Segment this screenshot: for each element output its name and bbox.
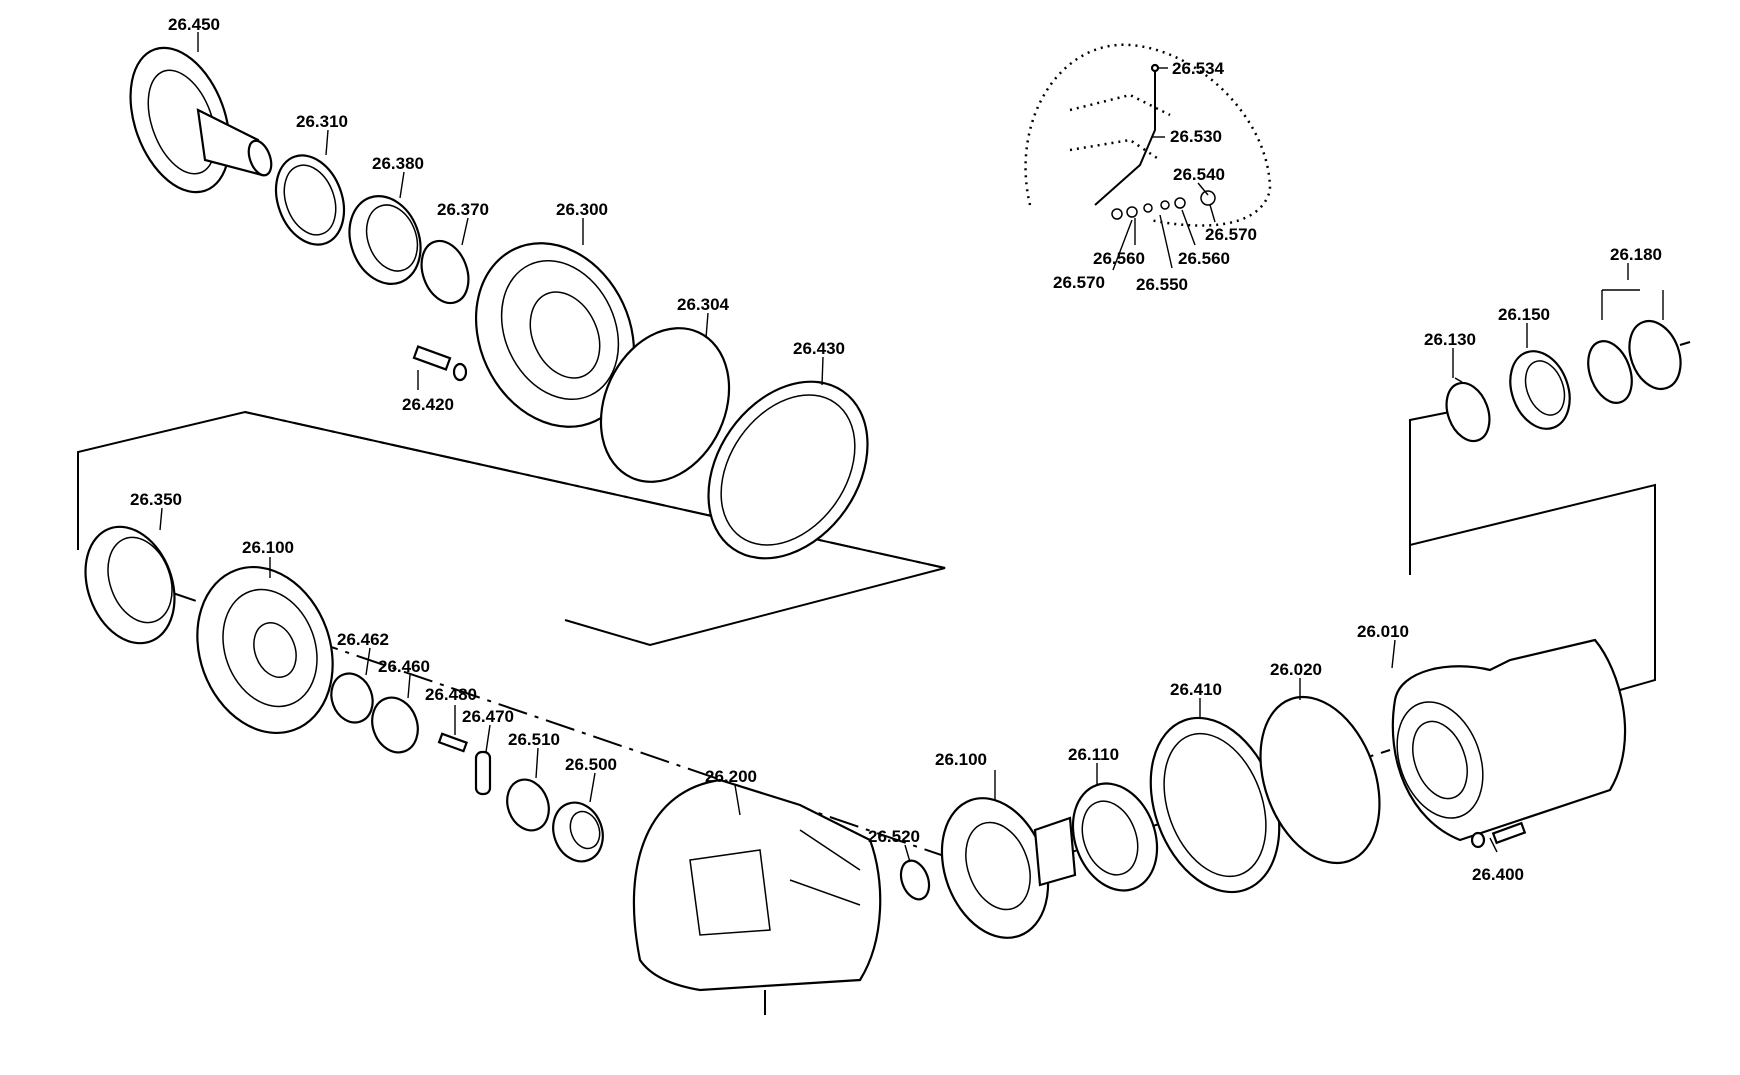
label-26430: 26.430: [793, 339, 845, 358]
part-26200-housing: [632, 778, 882, 992]
part-labels: 26.450 26.310 26.380 26.370 26.300 26.30…: [130, 15, 1662, 884]
centerline-upper: [244, 411, 946, 569]
part-26420-bolt: [412, 345, 468, 382]
label-26560-left: 26.560: [1093, 249, 1145, 268]
part-26480-screw: [437, 732, 468, 753]
label-26470: 26.470: [462, 707, 514, 726]
part-26150-bearing: [1509, 350, 1571, 430]
label-26130: 26.130: [1424, 330, 1476, 349]
label-26480: 26.480: [425, 685, 477, 704]
part-26370-ring: [420, 239, 470, 305]
part-26350-bearing: [84, 525, 176, 645]
part-26110-bearing: [1071, 782, 1159, 892]
label-26300: 26.300: [556, 200, 608, 219]
part-26450-flange: [129, 46, 273, 194]
part-26100-gear-right: [940, 797, 1077, 939]
part-26130-ring: [1445, 381, 1491, 443]
label-26010: 26.010: [1357, 622, 1409, 641]
label-26110: 26.110: [1068, 745, 1119, 764]
label-26540: 26.540: [1173, 165, 1225, 184]
part-26460-disc: [371, 696, 419, 754]
label-26304: 26.304: [677, 295, 730, 314]
label-26420: 26.420: [402, 395, 454, 414]
label-26530: 26.530: [1170, 127, 1222, 146]
label-26380: 26.380: [372, 154, 424, 173]
part-26462-ring: [330, 672, 374, 724]
part-26180-nut: [1587, 320, 1691, 404]
label-26410: 26.410: [1170, 680, 1222, 699]
label-26560-right: 26.560: [1178, 249, 1230, 268]
label-26310: 26.310: [296, 112, 348, 131]
label-26180: 26.180: [1610, 245, 1662, 264]
label-26570-left: 26.570: [1053, 273, 1105, 292]
label-26200: 26.200: [705, 767, 757, 786]
label-26550: 26.550: [1136, 275, 1188, 294]
part-26520-washer: [899, 859, 931, 901]
label-26450: 26.450: [168, 15, 220, 34]
label-26460: 26.460: [378, 657, 430, 676]
part-26500-nut: [552, 801, 604, 863]
part-26300-housing: [474, 242, 636, 428]
part-26310-seal: [274, 154, 346, 246]
part-26400-bolt: [1470, 821, 1527, 849]
part-26020-ring: [1259, 695, 1381, 865]
label-26020: 26.020: [1270, 660, 1322, 679]
part-26010-housing: [1391, 638, 1627, 842]
label-26520: 26.520: [868, 827, 920, 846]
label-26534: 26.534: [1172, 59, 1225, 78]
label-26150: 26.150: [1498, 305, 1550, 324]
label-26462: 26.462: [337, 630, 389, 649]
part-26510-ring: [506, 778, 550, 832]
bracket-line-right: [1409, 475, 1656, 691]
label-26400: 26.400: [1472, 865, 1524, 884]
part-26380-bearing: [348, 195, 422, 285]
label-26500: 26.500: [565, 755, 617, 774]
label-26100-left: 26.100: [242, 538, 294, 557]
label-26570-right: 26.570: [1205, 225, 1257, 244]
part-26100-gear-left: [196, 565, 334, 735]
label-26510: 26.510: [508, 730, 560, 749]
part-26304-ring: [599, 327, 731, 483]
part-26470-pin: [474, 750, 492, 796]
label-26100-right: 26.100: [935, 750, 987, 769]
leader-lines: [159, 32, 1664, 863]
label-26350: 26.350: [130, 490, 182, 509]
part-26430-gasket: [707, 380, 869, 560]
label-26370: 26.370: [437, 200, 489, 219]
part-breather-detail: [1024, 43, 1272, 227]
